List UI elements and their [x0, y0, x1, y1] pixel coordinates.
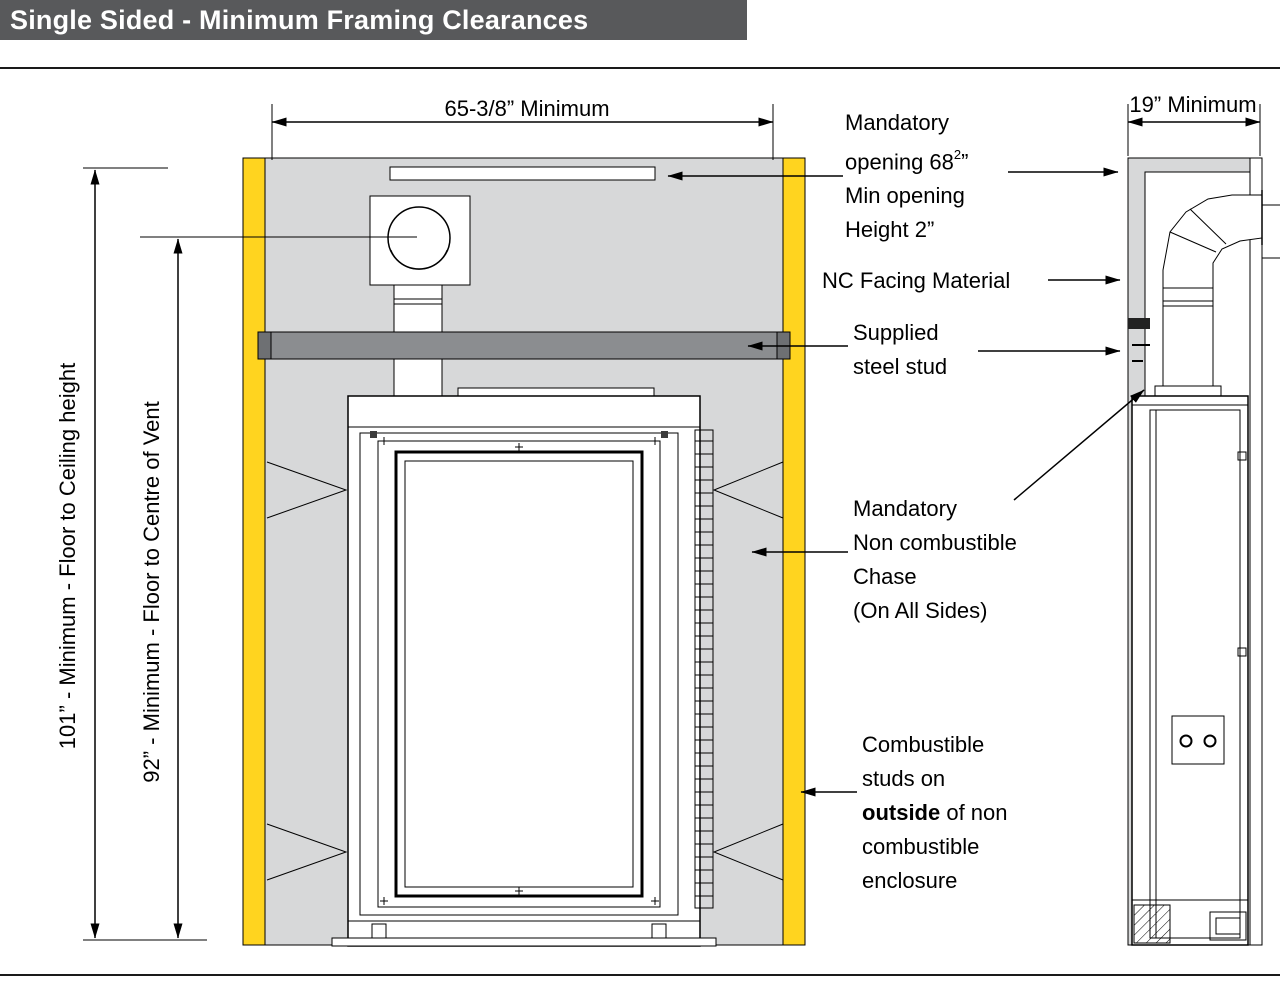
steel-stud-side	[1128, 318, 1150, 362]
annotation-line: Non combustible	[853, 530, 1017, 555]
dim-ceiling-line	[83, 167, 207, 941]
annotation-line: opening 682”	[845, 147, 969, 175]
mounting-brackets	[266, 461, 784, 881]
annotation-line: Combustible	[862, 732, 985, 757]
annotation-line: studs on	[862, 766, 946, 791]
arrow-chase-side	[1013, 389, 1145, 501]
side-view	[1127, 157, 1280, 946]
side-track	[694, 429, 714, 909]
annotation-mandatory-opening: Mandatory opening 682” Min opening Heigh…	[845, 106, 968, 247]
page-title-bar: Single Sided - Minimum Framing Clearance…	[0, 0, 747, 40]
emphasis-outside: outside	[862, 800, 941, 825]
dim-width-line	[271, 104, 774, 160]
annotation-steel-stud: Supplied steel stud	[853, 316, 947, 384]
annotation-line: outside of non	[862, 800, 1008, 825]
steel-stud-bar	[257, 331, 791, 360]
top-divider	[0, 67, 1280, 69]
annotation-chase: Mandatory Non combustible Chase (On All …	[853, 492, 1017, 628]
annotation-line: (On All Sides)	[853, 598, 988, 623]
mandatory-opening-slot	[389, 166, 656, 181]
annotation-line: Height 2”	[845, 217, 935, 243]
annotation-line: Supplied	[853, 320, 939, 345]
annotation-line: enclosure	[862, 868, 958, 893]
combustible-stud-left	[242, 157, 266, 946]
vent-pipe-side	[1162, 190, 1280, 397]
unit-base-plate	[331, 937, 717, 947]
dim-depth-label: 19” Minimum	[1129, 92, 1257, 117]
fireplace-front	[331, 387, 717, 947]
bottom-divider	[0, 974, 1280, 976]
annotation-line: Mandatory	[853, 496, 957, 521]
page-title: Single Sided - Minimum Framing Clearance…	[10, 4, 589, 35]
dim-ceiling-label: 101” - Minimum - Floor to Ceiling height	[55, 362, 80, 750]
front-view	[140, 157, 806, 947]
annotation-line: Chase	[853, 564, 917, 589]
sq-inch-superscript: 2	[953, 147, 962, 162]
dim-vent-centre-label: 92” - Minimum - Floor to Centre of Vent	[139, 401, 164, 783]
dimensions	[83, 104, 1261, 941]
firebox-glass	[404, 460, 634, 888]
annotation-line: steel stud	[853, 354, 948, 379]
junction-box	[1171, 715, 1225, 765]
annotation-nc-facing: NC Facing Material	[822, 268, 1011, 293]
dim-depth-line	[1127, 104, 1261, 156]
annotation-combustible-studs: Combustible studs on outside of non comb…	[862, 728, 1008, 898]
annotation-line: Mandatory	[845, 110, 949, 135]
annotation-arrows	[667, 167, 1145, 797]
nc-facing-layer	[1249, 157, 1263, 946]
fireplace-side	[1131, 385, 1249, 946]
annotation-line: combustible	[862, 834, 980, 859]
dim-width-label: 65-3/8” Minimum	[444, 96, 610, 121]
annotation-line: Min opening	[845, 183, 965, 209]
